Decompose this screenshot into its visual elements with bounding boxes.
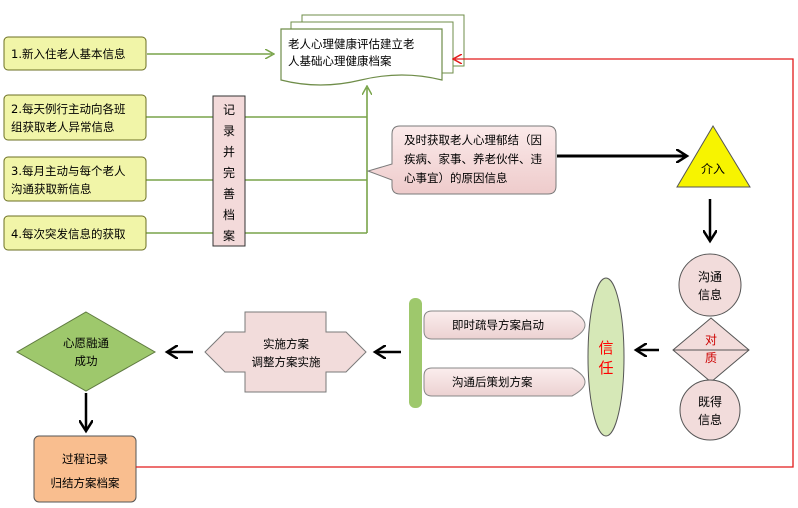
plan-tab-2: 沟通后策划方案 [423,367,586,397]
process-line2: 归结方案档案 [51,476,120,490]
plan-1-label: 即时疏导方案启动 [452,318,544,332]
left-box-3-line2: 沟通获取新信息 [11,182,92,196]
record-char-7: 案 [223,228,235,243]
green-bracket-bar [409,298,422,408]
record-char-6: 档 [223,208,235,222]
document-title-line1: 老人心理健康评估建立老 [288,37,415,51]
callout-line2: 疾病、家事、养老伙伴、违 [404,152,542,166]
left-box-4: 4.每次突发信息的获取 [3,215,147,251]
left-box-2-line1: 2.每天例行主动向各班 [11,102,126,116]
communicate-line2: 信息 [698,287,722,302]
left-box-3-line1: 3.每月主动与每个老人 [11,164,126,178]
record-char-3: 并 [223,145,235,159]
record-char-5: 善 [223,186,235,201]
trust-ellipse: 信 任 [587,277,625,437]
record-box: 记 录 并 完 善 档 案 [212,95,246,247]
left-box-3: 3.每月主动与每个老人 沟通获取新信息 [3,156,147,202]
implement-line1: 实施方案 [263,337,309,351]
left-box-1: 1.新入住老人基本信息 [3,36,147,71]
confront-diamond [672,317,750,383]
communicate-circle: 沟通 信息 [678,253,742,317]
black-arrows [86,156,710,430]
communicate-line1: 沟通 [698,270,722,284]
intervene-triangle: 介入 [676,125,751,188]
green-connectors [146,54,367,234]
plan-2-label: 沟通后策划方案 [452,375,533,389]
record-char-4: 完 [223,165,235,180]
success-line2: 成功 [75,354,98,368]
existing-circle: 既得 信息 [679,379,741,441]
left-box-1-line1: 1.新入住老人基本信息 [11,47,125,61]
left-box-2-line2: 组获取老人异常信息 [11,120,115,134]
success-diamond: 心愿融通 成功 [15,311,157,392]
implement-line2: 调整方案实施 [252,355,321,369]
callout-line3: 心事宜）的原因信息 [404,171,508,185]
document-title-line2: 人基础心理健康档案 [288,54,392,68]
existing-line1: 既得 [698,394,722,409]
existing-line2: 信息 [698,412,722,427]
red-feedback-line [136,59,794,468]
confront-line2: 质 [705,351,717,365]
document-stack: 老人心理健康评估建立老 人基础心理健康档案 [280,14,465,86]
left-box-4-line1: 4.每次突发信息的获取 [11,227,126,241]
process-line1: 过程记录 [62,452,108,466]
record-char-2: 录 [223,124,235,138]
callout-line1: 及时获取老人心理郁结（因 [404,133,542,147]
plan-tab-1: 即时疏导方案启动 [423,310,586,340]
trust-line1: 信 [598,339,613,357]
implement-double-arrow: 实施方案 调整方案实施 [204,311,367,393]
confront-line1: 对 [705,333,717,347]
process-record-box: 过程记录 归结方案档案 [33,435,137,503]
callout-box: 及时获取老人心理郁结（因 疾病、家事、养老伙伴、违 心事宜）的原因信息 [366,125,557,195]
trust-line2: 任 [598,359,613,377]
success-line1: 心愿融通 [63,336,109,350]
left-box-2: 2.每天例行主动向各班 组获取老人异常信息 [3,94,147,141]
record-char-1: 记 [223,103,235,117]
intervene-label: 介入 [701,162,725,176]
